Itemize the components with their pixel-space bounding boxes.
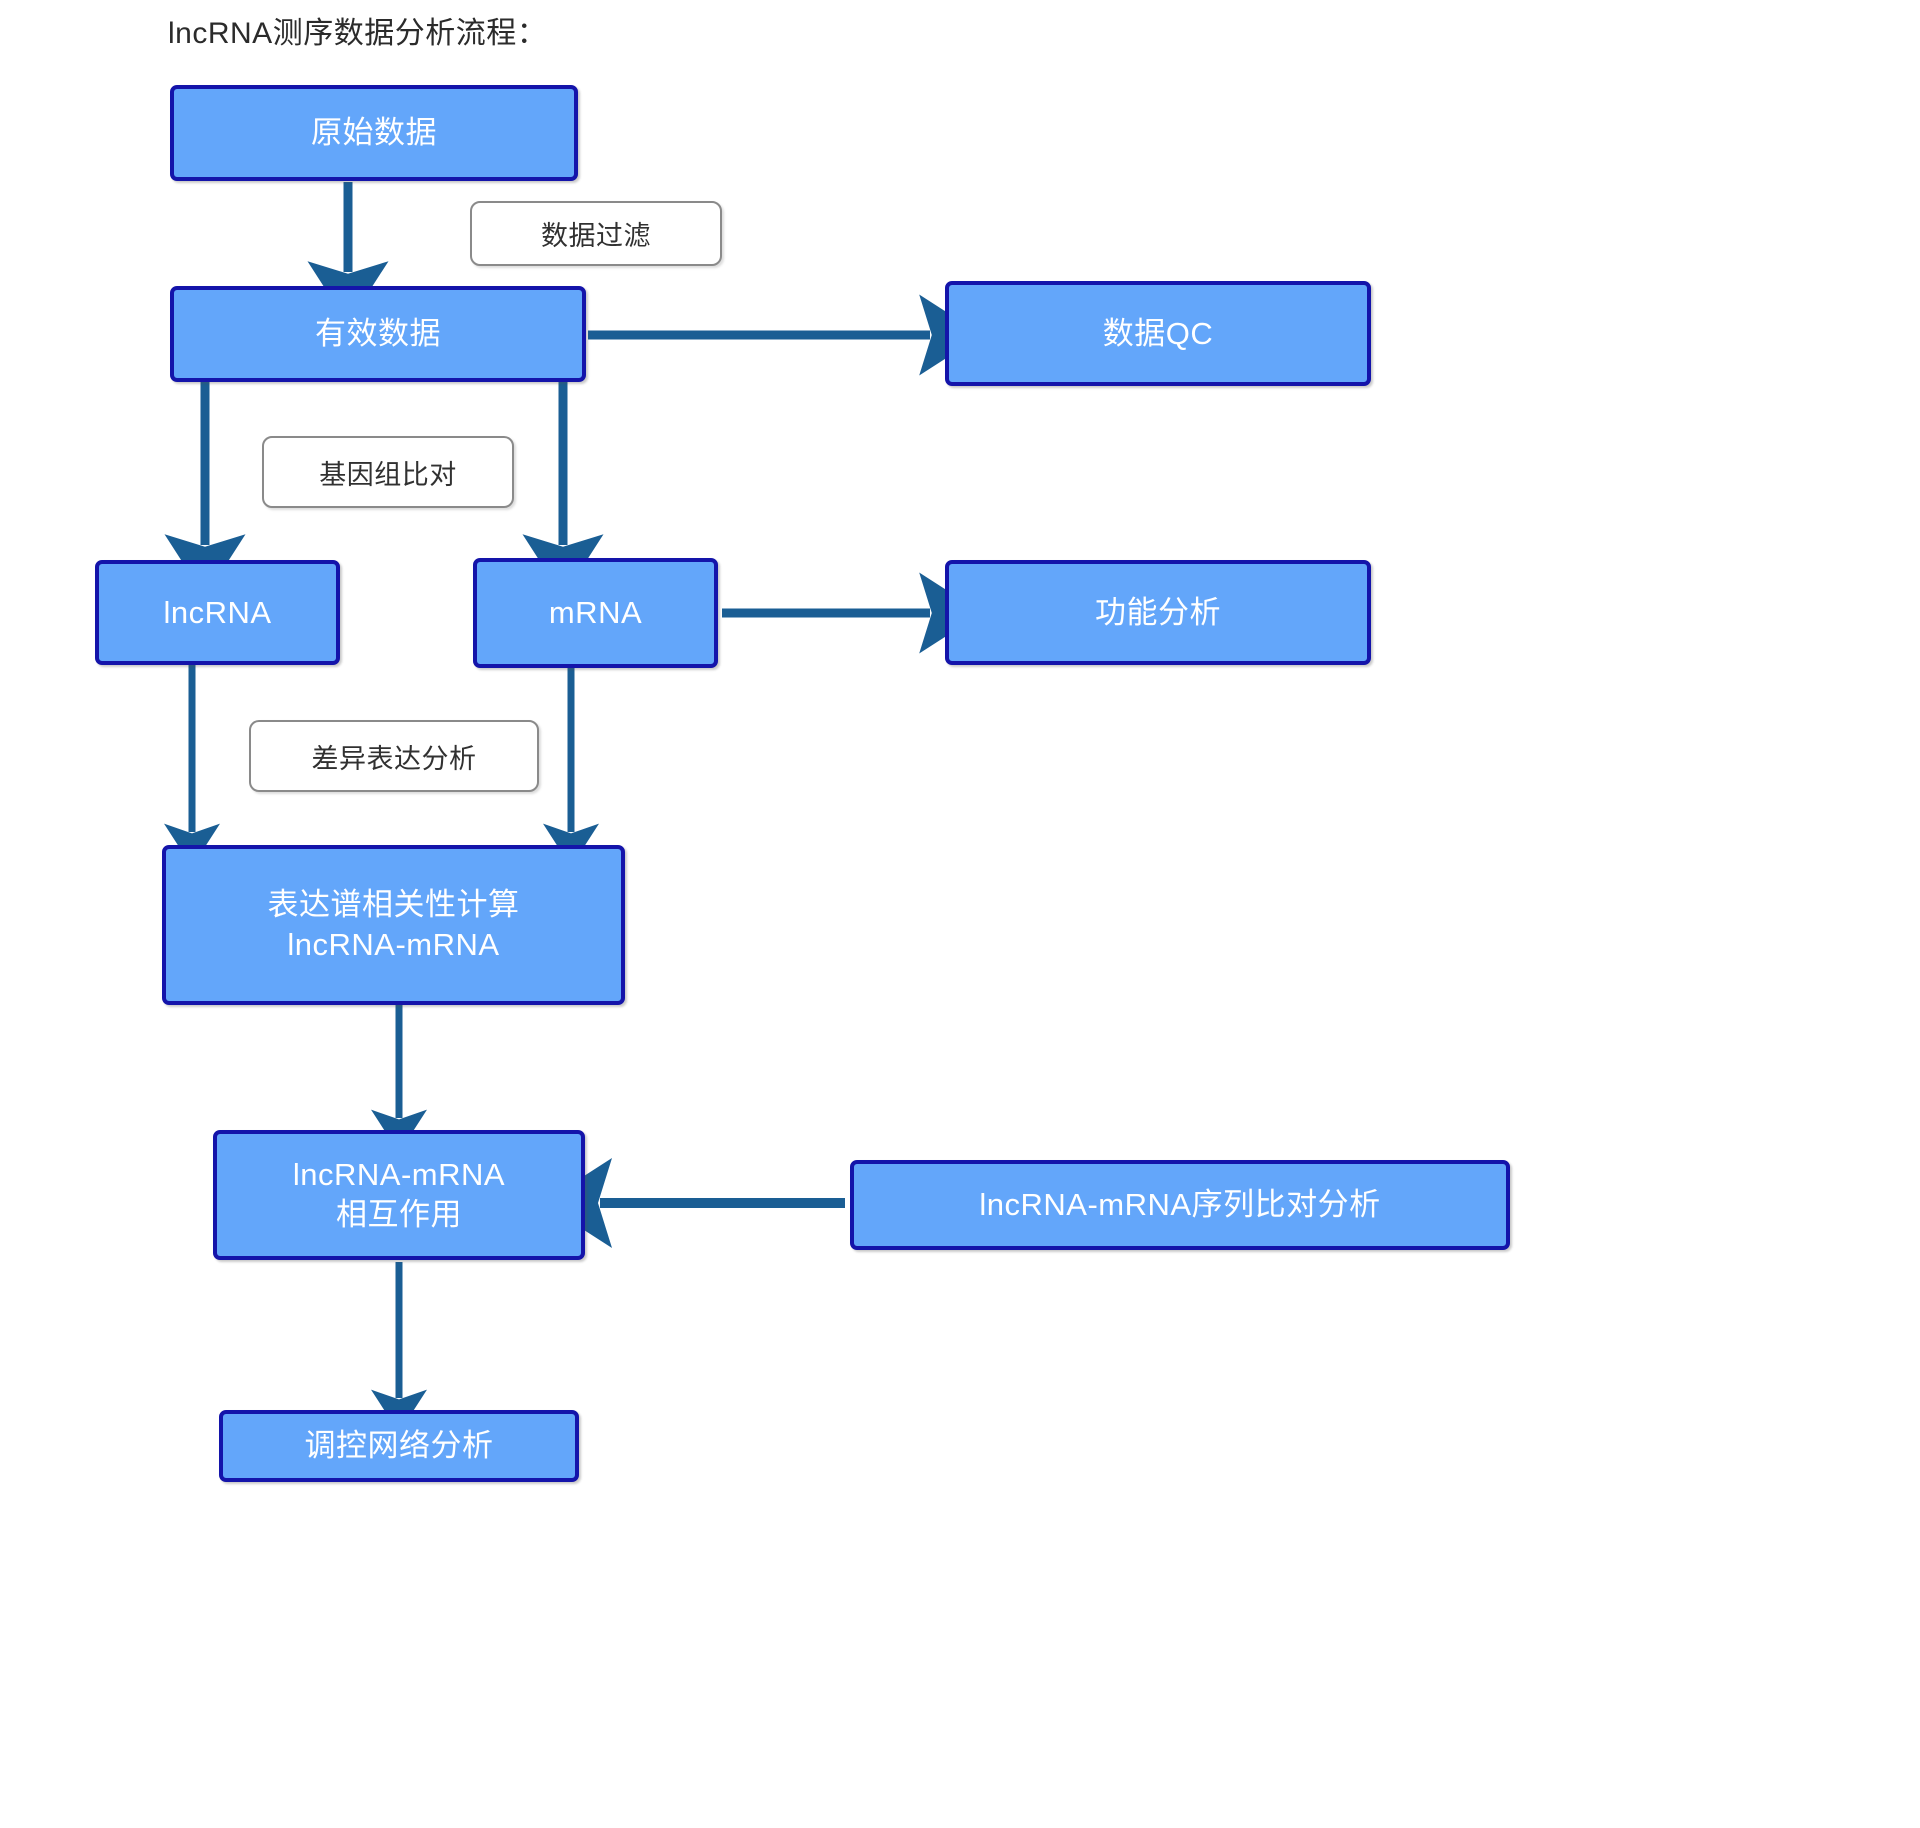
edge-label-differential-expression: 差异表达分析 — [249, 720, 539, 792]
node-interaction-label: lncRNA-mRNA 相互作用 — [292, 1157, 506, 1232]
node-mrna-label: mRNA — [548, 595, 643, 631]
edge-label-data-filter-text: 数据过滤 — [541, 221, 651, 251]
node-network-analysis-label: 调控网络分析 — [304, 1428, 494, 1464]
node-correlation-label: 表达谱相关性计算 lncRNA-mRNA — [267, 887, 520, 962]
node-sequence-alignment-label: lncRNA-mRNA序列比对分析 — [979, 1187, 1381, 1223]
node-raw-data[interactable]: 原始数据 — [170, 85, 578, 181]
node-data-qc[interactable]: 数据QC — [945, 281, 1371, 386]
node-interaction[interactable]: lncRNA-mRNA 相互作用 — [213, 1130, 585, 1260]
edge-label-genome-alignment-text: 基因组比对 — [319, 459, 457, 490]
node-correlation[interactable]: 表达谱相关性计算 lncRNA-mRNA — [162, 845, 625, 1005]
node-raw-data-label: 原始数据 — [311, 115, 437, 151]
node-lncrna-label: lncRNA — [163, 594, 272, 630]
node-function-analysis[interactable]: 功能分析 — [945, 560, 1371, 665]
node-network-analysis[interactable]: 调控网络分析 — [219, 1410, 579, 1482]
node-data-qc-label: 数据QC — [1102, 315, 1214, 351]
page-title: lncRNA测序数据分析流程： — [168, 17, 548, 50]
node-sequence-alignment[interactable]: lncRNA-mRNA序列比对分析 — [850, 1160, 1510, 1250]
node-function-analysis-label: 功能分析 — [1095, 594, 1221, 630]
node-mrna[interactable]: mRNA — [473, 558, 718, 668]
node-valid-data-label: 有效数据 — [315, 316, 441, 352]
edge-label-data-filter: 数据过滤 — [470, 201, 722, 266]
edge-label-genome-alignment: 基因组比对 — [262, 436, 514, 508]
node-lncrna[interactable]: lncRNA — [95, 560, 340, 665]
node-valid-data[interactable]: 有效数据 — [170, 286, 586, 382]
edge-label-differential-expression-text: 差异表达分析 — [311, 743, 477, 774]
